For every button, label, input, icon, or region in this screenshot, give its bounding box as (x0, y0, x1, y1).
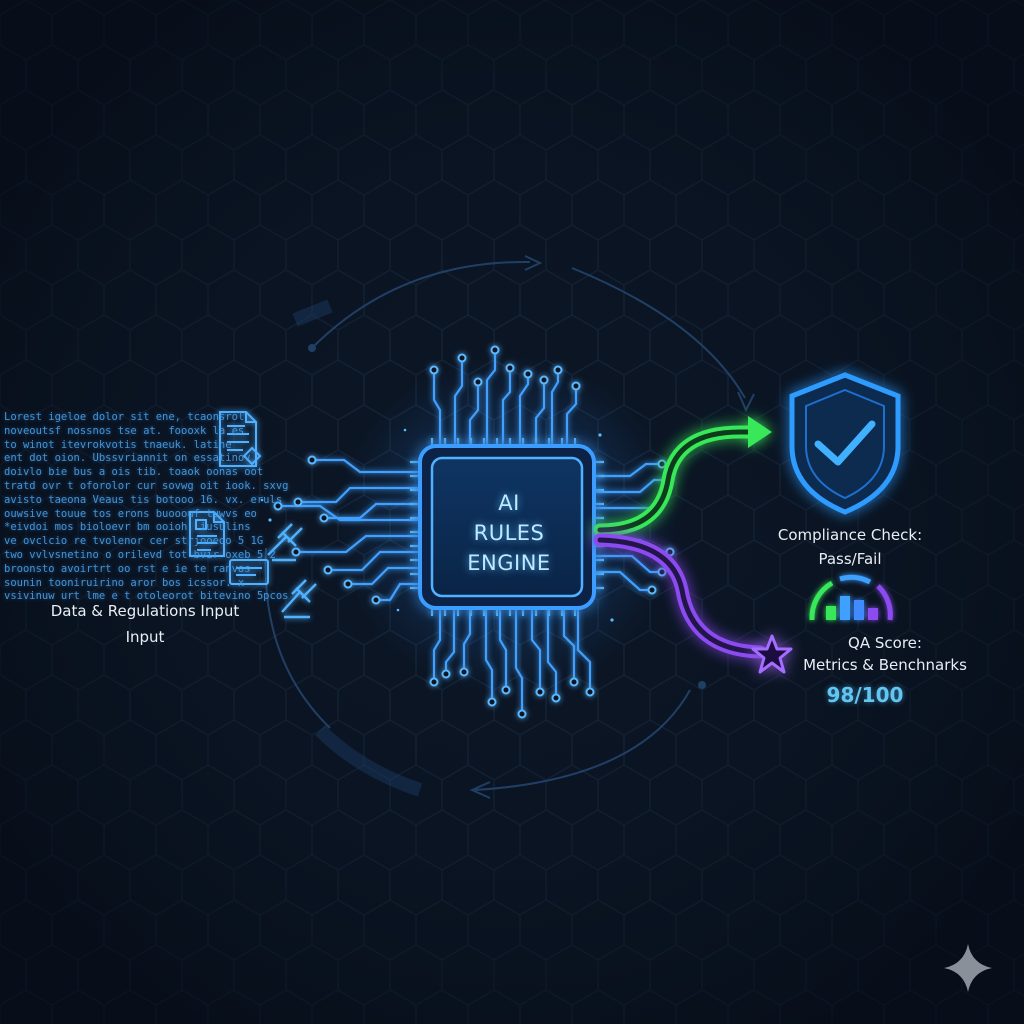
input-data-line: doivlo bie bus a ois tib. toaok oonas oo… (4, 466, 264, 479)
compliance-label: Compliance Check: Pass/Fail (770, 523, 930, 571)
input-label-line1: Data & Regulations Input (50, 602, 240, 620)
compliance-label-line1: Compliance Check: (777, 526, 923, 544)
gauge-icon (809, 574, 893, 621)
qa-label-line2: Metrics & Benchnarks (803, 656, 967, 674)
input-data-line: tratd ovr t oforolor cur sovwg oit iook.… (4, 479, 289, 492)
sparkle-icon (944, 944, 992, 992)
engine-label: AI RULES ENGINE (425, 488, 593, 578)
input-data-line: to winot itevrokvotis tnaeuk. latine (4, 438, 232, 451)
input-data-line: *eivdoi mos bioloevr bm ooioh. iusulins (4, 521, 251, 534)
gavel-icon (267, 523, 303, 562)
input-data-line: avisto taeona Veaus tis botooo 16. vx. e… (4, 493, 283, 506)
input-data-line: broonsto avoirtrt oo rst e ie te ranvos (4, 562, 251, 575)
cycle-arcs (264, 255, 755, 799)
input-data-line: sounin tooniruirino aror bos icssor. x (4, 576, 245, 589)
document-icon (189, 511, 225, 557)
input-data-line: ent dot oion. Ubssvriannit on essatinov (4, 452, 251, 465)
qa-label: QA Score: Metrics & Benchnarks (790, 632, 980, 676)
input-data-line: Lorest igeloe dolor sit ene, tcaonsrol (4, 411, 245, 423)
input-data-line: vsivinuw urt lme e t otoleorot bitevino … (4, 590, 289, 603)
star-icon (751, 634, 793, 674)
sparkle-dots (260, 428, 614, 622)
engine-label-line1: AI (498, 491, 520, 515)
input-data-line: ouwsive touue tos erons buooouf tuwvs eo (4, 507, 257, 520)
ai-chip (418, 444, 596, 610)
input-label-line2: Input (125, 628, 165, 646)
document-icon (219, 411, 262, 467)
input-label: Data & Regulations Input Input (40, 598, 250, 650)
circuit-traces (280, 352, 668, 712)
qa-score-value: 98/100 (826, 683, 904, 707)
engine-label-line2: RULES (473, 521, 545, 545)
shield-check-icon (789, 372, 901, 515)
pass-path (593, 416, 772, 537)
input-data-line: noveoutsf nossnos tse at. foooxk la es (4, 424, 245, 437)
qa-label-line1: QA Score: (848, 634, 922, 652)
qa-path (593, 533, 767, 659)
input-data-line: ve ovclcio re tvolenor cer strjooeoo 5 1… (4, 535, 264, 548)
input-data-line: two vvlvsnetino o orilevd tot bvir oxeb … (4, 548, 276, 561)
engine-label-line3: ENGINE (467, 551, 551, 575)
gavel-icon (281, 579, 317, 619)
document-icon (229, 559, 269, 585)
compliance-label-line2: Pass/Fail (818, 550, 882, 568)
